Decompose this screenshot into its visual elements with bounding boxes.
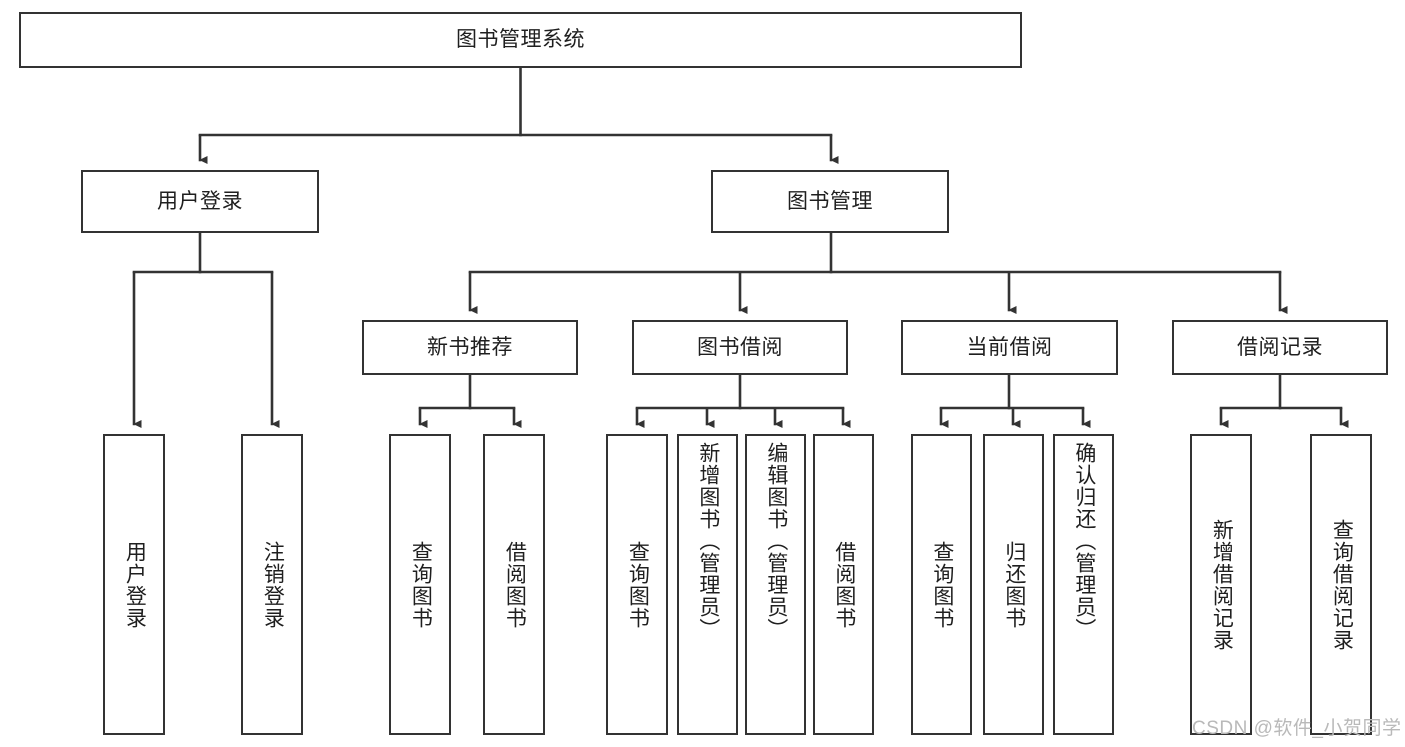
- leaf-user-login[interactable]: 用户登录: [103, 434, 165, 735]
- leaf-borrow-book-recommend-label: 借阅图书: [503, 540, 527, 629]
- node-new-book-recommend[interactable]: 新书推荐: [362, 320, 578, 375]
- leaf-return-book-label: 归还图书: [1002, 540, 1026, 629]
- leaf-confirm-return[interactable]: 确认归还（管理员）: [1053, 434, 1114, 735]
- node-user-login-label: 用户登录: [157, 189, 243, 213]
- watermark: CSDN @软件_小贺同学: [1192, 718, 1402, 739]
- node-new-book-recommend-label: 新书推荐: [427, 335, 513, 359]
- node-root[interactable]: 图书管理系统: [19, 12, 1022, 68]
- leaf-logout-label: 注销登录: [261, 540, 285, 629]
- leaf-query-borrow-record[interactable]: 查询借阅记录: [1310, 434, 1372, 735]
- leaf-add-book-label: 新增图书（管理员）: [696, 442, 720, 640]
- leaf-confirm-return-label: 确认归还（管理员）: [1072, 442, 1096, 640]
- leaf-query-book-borrow-label: 查询图书: [626, 540, 650, 629]
- node-user-login[interactable]: 用户登录: [81, 170, 319, 233]
- leaf-logout[interactable]: 注销登录: [241, 434, 303, 735]
- leaf-query-book-recommend[interactable]: 查询图书: [389, 434, 451, 735]
- leaf-borrow-book[interactable]: 借阅图书: [813, 434, 874, 735]
- leaf-add-borrow-record[interactable]: 新增借阅记录: [1190, 434, 1252, 735]
- node-book-management-label: 图书管理: [787, 189, 873, 213]
- node-current-borrow[interactable]: 当前借阅: [901, 320, 1118, 375]
- leaf-return-book[interactable]: 归还图书: [983, 434, 1044, 735]
- node-borrow-records[interactable]: 借阅记录: [1172, 320, 1388, 375]
- node-book-borrow[interactable]: 图书借阅: [632, 320, 848, 375]
- leaf-query-book-current[interactable]: 查询图书: [911, 434, 972, 735]
- leaf-add-book[interactable]: 新增图书（管理员）: [677, 434, 738, 735]
- node-current-borrow-label: 当前借阅: [966, 335, 1053, 359]
- leaf-query-book-current-label: 查询图书: [930, 540, 954, 629]
- leaf-add-borrow-record-label: 新增借阅记录: [1210, 518, 1234, 651]
- leaf-borrow-book-label: 借阅图书: [832, 540, 856, 629]
- leaf-query-borrow-record-label: 查询借阅记录: [1330, 518, 1354, 651]
- leaf-user-login-label: 用户登录: [123, 540, 147, 629]
- leaf-query-book-borrow[interactable]: 查询图书: [606, 434, 668, 735]
- node-book-borrow-label: 图书借阅: [697, 335, 783, 359]
- node-borrow-records-label: 借阅记录: [1237, 335, 1323, 359]
- leaf-edit-book[interactable]: 编辑图书（管理员）: [745, 434, 806, 735]
- node-root-label: 图书管理系统: [456, 28, 585, 52]
- leaf-edit-book-label: 编辑图书（管理员）: [764, 442, 788, 640]
- leaf-borrow-book-recommend[interactable]: 借阅图书: [483, 434, 545, 735]
- node-book-management[interactable]: 图书管理: [711, 170, 949, 233]
- leaf-query-book-recommend-label: 查询图书: [409, 540, 433, 629]
